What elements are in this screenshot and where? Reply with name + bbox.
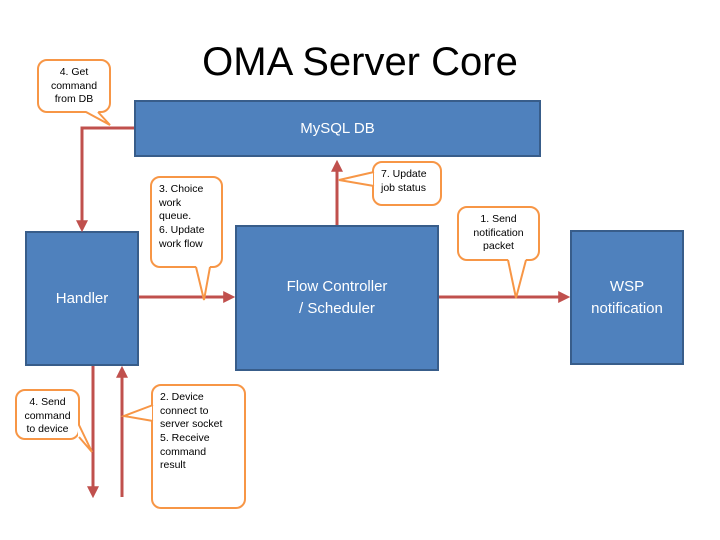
wsp-notification-label: WSP notification xyxy=(591,277,663,317)
callout-send-command: 4. Send command to device xyxy=(15,389,80,440)
callout-update-job: 7. Update job status xyxy=(372,161,442,206)
callout-device-connect: 2. Device connect to server socket 5. Re… xyxy=(151,384,246,509)
handler-box: Handler xyxy=(25,231,139,366)
mysql-db-label: MySQL DB xyxy=(300,119,375,137)
wsp-notification-box: WSP notification xyxy=(570,230,684,365)
page-title: OMA Server Core xyxy=(202,40,518,84)
flow-controller-label: Flow Controller / Scheduler xyxy=(286,278,388,317)
handler-label: Handler xyxy=(55,289,109,307)
mysql-db-box: MySQL DB xyxy=(134,100,541,157)
callout-get-command: 4. Get command from DB xyxy=(37,59,111,113)
flow-controller-box: Flow Controller / Scheduler xyxy=(235,225,439,371)
callout-send-notification: 1. Send notification packet xyxy=(457,206,540,261)
arrow-db-to-handler xyxy=(76,126,134,233)
callout-choice-queue: 3. Choice work queue. 6. Update work flo… xyxy=(150,176,223,268)
